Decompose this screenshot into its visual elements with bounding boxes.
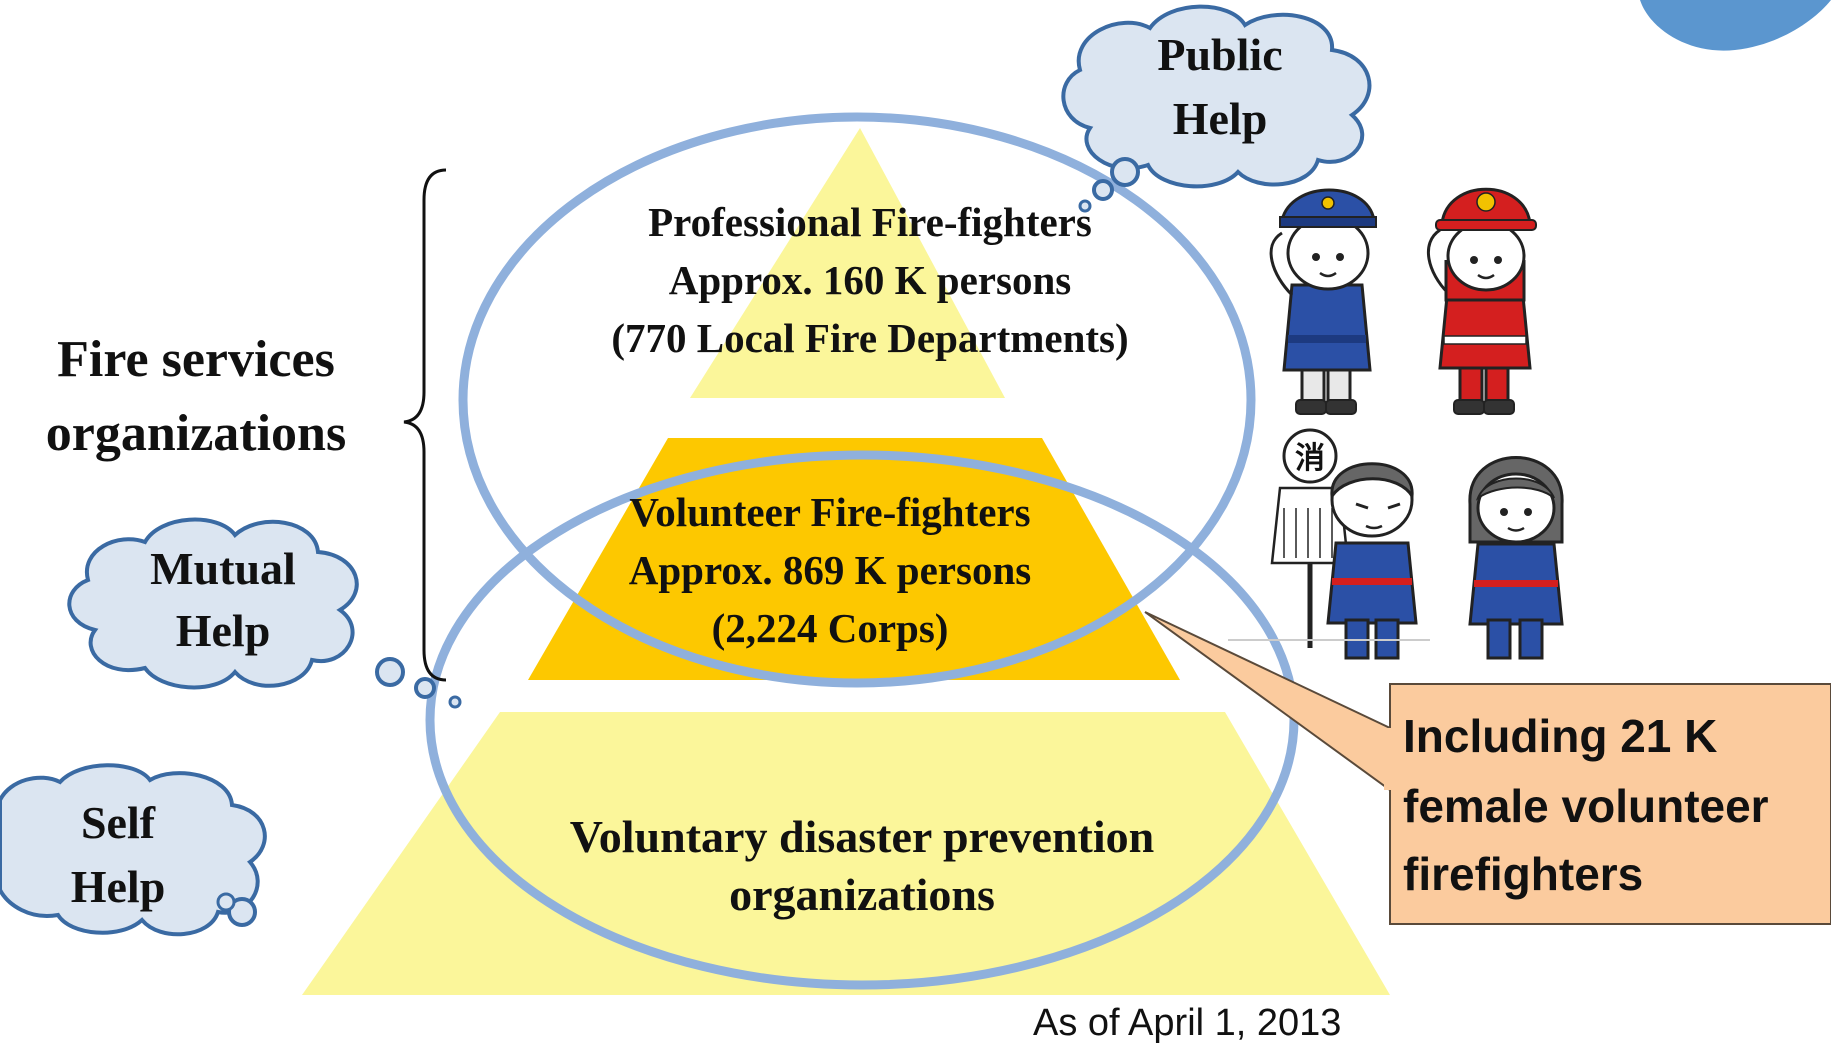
public-help-cloud: Public Help <box>1061 4 1372 213</box>
public-help-line2: Help <box>1173 93 1268 144</box>
group-label-line2: organizations <box>46 405 346 462</box>
public-help-bubble-small <box>1078 199 1092 213</box>
self-help-cloud: Self Help <box>0 763 267 937</box>
callout-pointer-cover <box>1384 728 1394 790</box>
professional-ellipse <box>458 112 1256 688</box>
voluntary-subtitle: organizations <box>729 869 995 920</box>
public-help-bubble-medium <box>1092 179 1114 201</box>
callout-line2: female volunteer <box>1403 780 1769 832</box>
public-help-line1: Public <box>1157 29 1282 80</box>
group-brace <box>403 168 447 682</box>
voluntary-title: Voluntary disaster prevention <box>570 811 1154 862</box>
volunteer-count: Approx. 869 K persons <box>629 547 1031 593</box>
professional-title: Professional Fire-fighters <box>648 199 1092 245</box>
mutual-help-bubble-small <box>448 695 462 709</box>
self-help-bubble-large <box>227 897 257 927</box>
police-officer-figure-icon <box>1269 188 1377 415</box>
female-volunteers-callout: Including 21 K female volunteer firefigh… <box>1144 611 1831 925</box>
self-help-cloud-shape <box>0 763 267 937</box>
logo-fragment <box>1640 0 1831 51</box>
self-help-bubble-small <box>216 892 236 912</box>
date-footnote: As of April 1, 2013 <box>1033 1002 1341 1044</box>
self-help-line1: Self <box>81 797 156 848</box>
female-volunteer-firefighter-icon <box>1468 456 1564 660</box>
pyramid-tier-middle <box>528 438 1180 680</box>
callout-line3: firefighters <box>1403 848 1643 900</box>
mutual-help-cloud: Mutual Help <box>67 517 462 709</box>
volunteer-title: Volunteer Fire-fighters <box>629 489 1030 535</box>
callout-line1: Including 21 K <box>1403 710 1717 762</box>
svg-text:消: 消 <box>1295 442 1325 475</box>
professional-departments: (770 Local Fire Departments) <box>611 315 1128 361</box>
volunteer-corps: (2,224 Corps) <box>712 605 949 651</box>
public-help-cloud-shape <box>1061 4 1372 189</box>
group-label-line1: Fire services <box>57 331 335 388</box>
callout-box <box>1389 683 1831 925</box>
public-help-bubble-large <box>1110 157 1140 187</box>
professional-count: Approx. 160 K persons <box>669 257 1071 303</box>
pyramid-tier-bottom <box>302 712 1390 995</box>
mutual-help-line1: Mutual <box>150 543 296 594</box>
self-help-line2: Help <box>71 861 166 912</box>
mutual-help-cloud-shape <box>67 517 359 690</box>
pyramid-tier-top <box>690 128 1005 398</box>
volunteer-firefighter-with-matoi-icon: 消 <box>1270 428 1418 660</box>
mutual-help-bubble-medium <box>414 677 436 699</box>
mutual-help-bubble-large <box>375 657 405 687</box>
logo-shape <box>1640 0 1831 51</box>
red-firefighter-figure-icon <box>1426 187 1537 415</box>
mutual-help-line2: Help <box>176 605 271 656</box>
